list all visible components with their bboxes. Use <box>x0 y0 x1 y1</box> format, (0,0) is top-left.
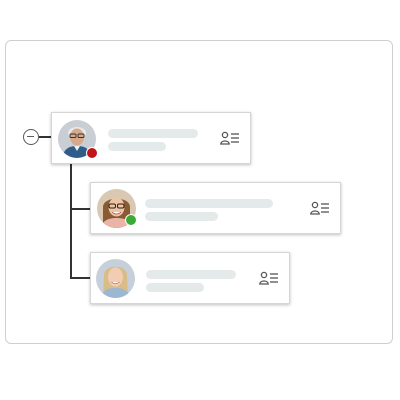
connector-trunk <box>70 164 72 278</box>
contact-list-icon[interactable] <box>310 201 330 215</box>
title-placeholder <box>146 283 204 292</box>
title-placeholder <box>108 142 166 151</box>
connector-branch-2 <box>70 277 91 279</box>
collapse-toggle-minus-icon[interactable] <box>23 129 39 145</box>
status-busy-dot <box>86 147 98 159</box>
name-placeholder <box>145 199 273 208</box>
connector-root-stub <box>39 136 52 138</box>
name-placeholder <box>108 129 198 138</box>
name-placeholder <box>146 270 236 279</box>
avatar <box>96 259 135 298</box>
status-available-dot <box>125 214 137 226</box>
org-card-child-2[interactable] <box>90 252 290 304</box>
title-placeholder <box>145 212 218 221</box>
org-card-child-1[interactable] <box>90 182 341 234</box>
connector-branch-1 <box>70 208 91 210</box>
contact-list-icon[interactable] <box>259 271 279 285</box>
avatar <box>58 120 96 158</box>
org-card-root[interactable] <box>51 112 251 164</box>
avatar <box>97 189 136 228</box>
contact-list-icon[interactable] <box>220 131 240 145</box>
